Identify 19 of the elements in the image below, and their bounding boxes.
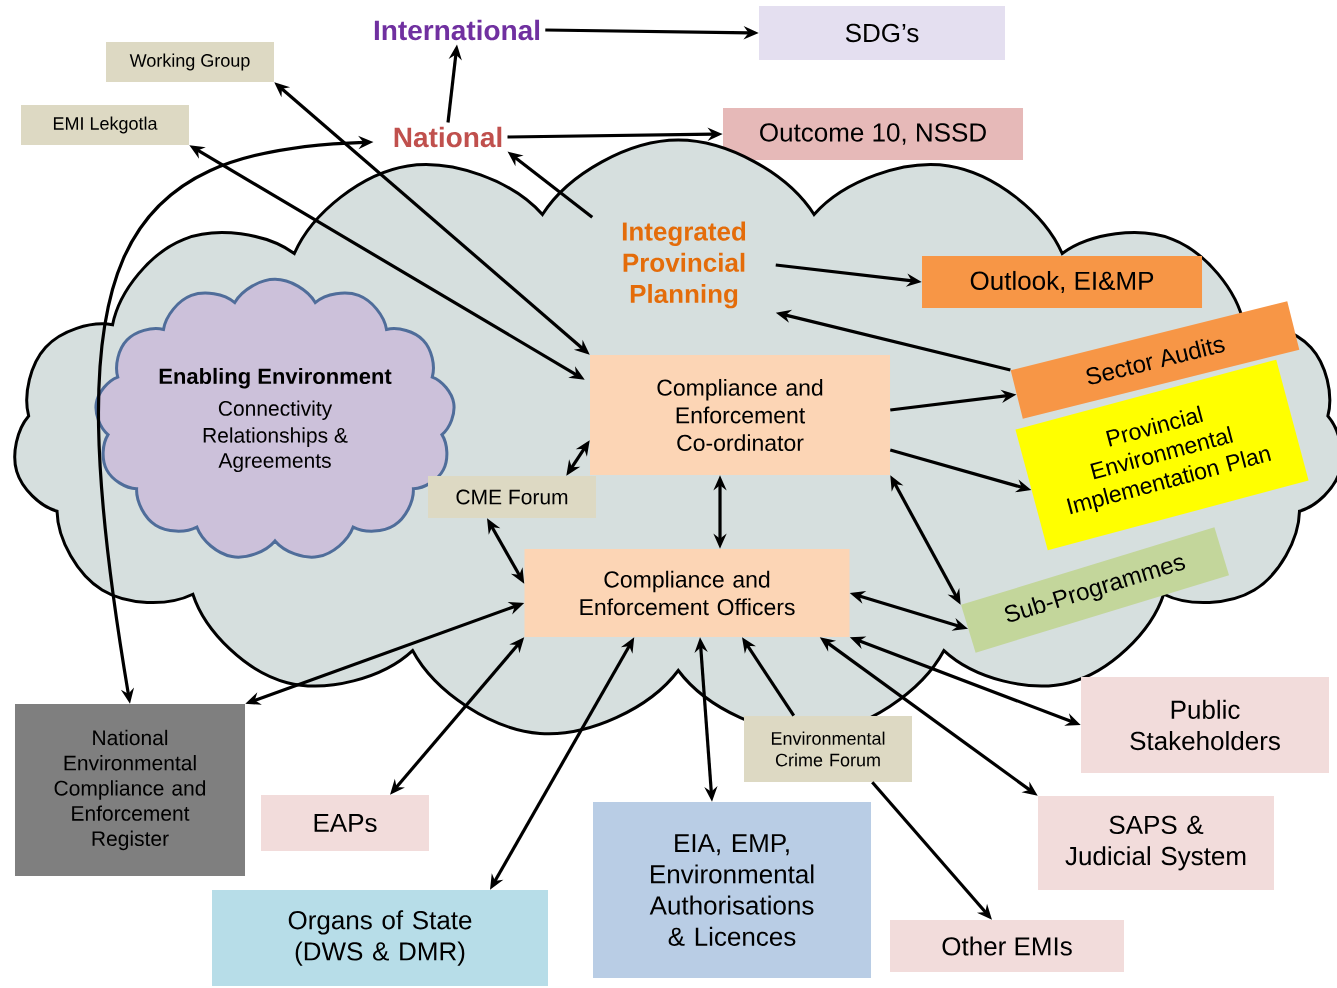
level-label: Integrated Provincial Planning xyxy=(622,221,746,309)
role-box: Compliance and Enforcement Co-ordinator xyxy=(590,355,890,475)
register-box: National Environmental Compliance and Enforcement Register xyxy=(15,704,245,876)
level-label: International xyxy=(374,19,540,41)
stakeholder-box: Other EMIs xyxy=(890,920,1124,972)
forum-box: CME Forum xyxy=(428,476,596,518)
stakeholder-box: Public Stakeholders xyxy=(1081,677,1329,773)
forum-box: Environmental Crime Forum xyxy=(744,716,912,782)
forum-box: EMI Lekgotla xyxy=(21,105,189,145)
stakeholder-box: Organs of State (DWS & DMR) xyxy=(212,890,548,986)
level-label: National xyxy=(394,126,502,148)
stakeholder-box: EIA, EMP, Environmental Authorisations & Licences xyxy=(593,802,871,978)
stakeholder-box: EAPs xyxy=(261,795,429,851)
target-box: Outcome 10, NSSD xyxy=(723,108,1023,160)
stakeholder-box: SAPS & Judicial System xyxy=(1038,796,1274,890)
output-box: Outlook, EI&MP xyxy=(922,256,1202,308)
forum-box: Working Group xyxy=(106,42,274,82)
role-box: Compliance and Enforcement Officers xyxy=(524,549,850,637)
target-box: SDG’s xyxy=(759,6,1005,60)
